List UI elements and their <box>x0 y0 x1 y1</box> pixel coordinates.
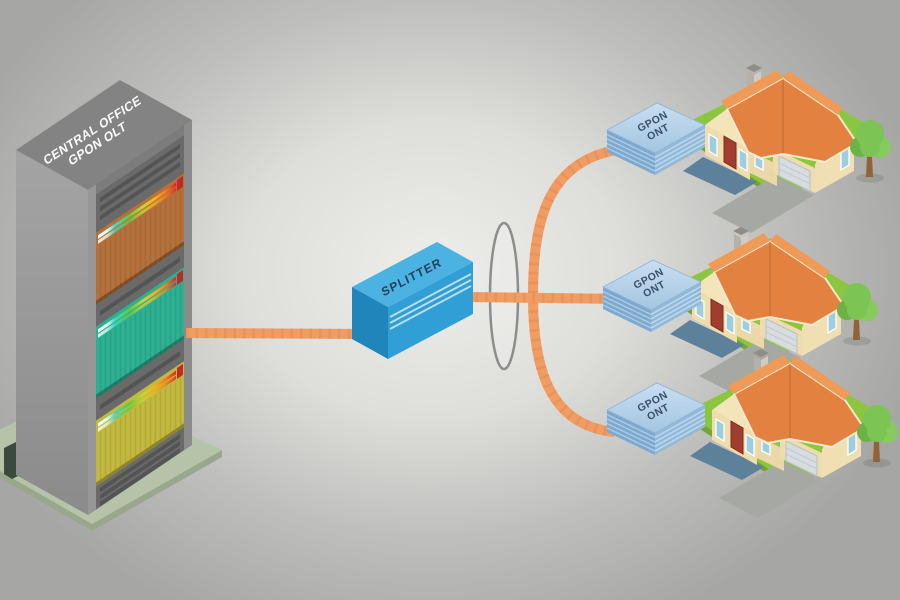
splitter-right-face <box>388 262 473 359</box>
gpon-ont-1: GPON ONT <box>606 102 706 176</box>
central-office-rack: CENTRAL OFFICE GPON OLT <box>16 80 192 515</box>
rack-front-panel <box>88 119 192 515</box>
fiber-cables <box>185 145 627 437</box>
rack-side-panel <box>16 150 88 515</box>
gpon-ont-3: GPON ONT <box>606 382 706 456</box>
rack-vents <box>100 433 180 493</box>
splitter-box: SPLITTER <box>352 242 473 359</box>
fiber-feeder-cable <box>185 328 373 339</box>
gpon-ont-2: GPON ONT <box>602 259 702 333</box>
rack-top-panel <box>16 80 192 190</box>
rack-line-card-1 <box>96 173 184 305</box>
rack-line-card-2 <box>96 267 184 399</box>
rack-line-card-3 <box>96 361 184 487</box>
splitter-top-face <box>352 242 473 307</box>
splitter-left-face <box>352 287 388 359</box>
fiber-branch-middle-cable <box>465 292 627 304</box>
house-1 <box>677 63 892 234</box>
